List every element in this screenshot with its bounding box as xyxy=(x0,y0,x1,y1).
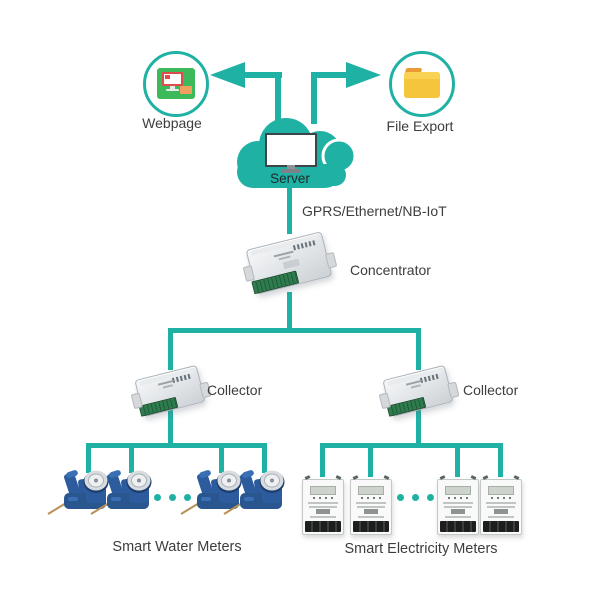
water-meters-label: Smart Water Meters xyxy=(112,539,242,555)
branch-horizontal xyxy=(168,328,421,333)
ellipsis-dot xyxy=(169,494,176,501)
server-monitor-icon xyxy=(265,133,317,173)
electricity-drop-1 xyxy=(320,443,325,477)
collector-left-down xyxy=(168,410,173,448)
concentrator-label: Concentrator xyxy=(350,262,431,278)
arrow-shaft-to-webpage xyxy=(242,72,282,78)
arrow-riser-right xyxy=(311,72,317,124)
file-export-node-circle xyxy=(389,51,455,117)
electricity-drop-4 xyxy=(498,443,503,477)
electricity-meter-icon xyxy=(350,475,392,535)
webpage-card-icon xyxy=(180,86,192,94)
webpage-label: Webpage xyxy=(142,115,202,131)
ellipsis-dot xyxy=(427,494,434,501)
electricity-bus xyxy=(320,443,503,448)
collector-left-device-icon xyxy=(130,364,212,418)
water-drop-1 xyxy=(86,443,91,473)
water-bus xyxy=(86,443,267,448)
electricity-meter-icon xyxy=(437,475,479,535)
electricity-drop-3 xyxy=(455,443,460,477)
ellipsis-dot xyxy=(154,494,161,501)
collector-right-device-icon xyxy=(378,364,460,418)
branch-right-down xyxy=(416,328,421,370)
collector-left-label: Collector xyxy=(207,382,263,398)
link-server-concentrator xyxy=(287,188,292,234)
link-concentrator-down xyxy=(287,292,292,333)
webpage-monitor-icon xyxy=(162,72,183,86)
webpage-node-circle xyxy=(143,51,209,117)
arrow-shaft-to-file-export xyxy=(311,72,348,78)
electricity-meter-icon xyxy=(302,475,344,535)
ellipsis-dot xyxy=(397,494,404,501)
collector-right-label: Collector xyxy=(463,382,519,398)
arrowhead-left-icon xyxy=(210,62,245,88)
electricity-drop-2 xyxy=(368,443,373,477)
file-export-label: File Export xyxy=(386,118,454,134)
water-meter-icon xyxy=(90,468,153,515)
arrow-riser-left xyxy=(275,72,281,124)
collector-right-down xyxy=(416,410,421,448)
arrowhead-right-icon xyxy=(346,62,381,88)
server-label: Server xyxy=(270,171,310,186)
electricity-meters-label: Smart Electricity Meters xyxy=(344,541,498,557)
ellipsis-dot xyxy=(412,494,419,501)
water-meter-icon xyxy=(223,468,286,515)
electricity-meter-icon xyxy=(480,475,522,535)
ellipsis-dot xyxy=(184,494,191,501)
water-drop-2 xyxy=(129,443,134,473)
folder-icon xyxy=(403,66,440,100)
water-drop-4 xyxy=(262,443,267,473)
branch-left-down xyxy=(168,328,173,370)
webpage-icon xyxy=(157,68,195,99)
cloud-icon xyxy=(237,118,357,188)
water-drop-3 xyxy=(219,443,224,473)
concentrator-device-icon xyxy=(242,231,338,295)
uplink-label: GPRS/Ethernet/NB-IoT xyxy=(302,203,447,219)
